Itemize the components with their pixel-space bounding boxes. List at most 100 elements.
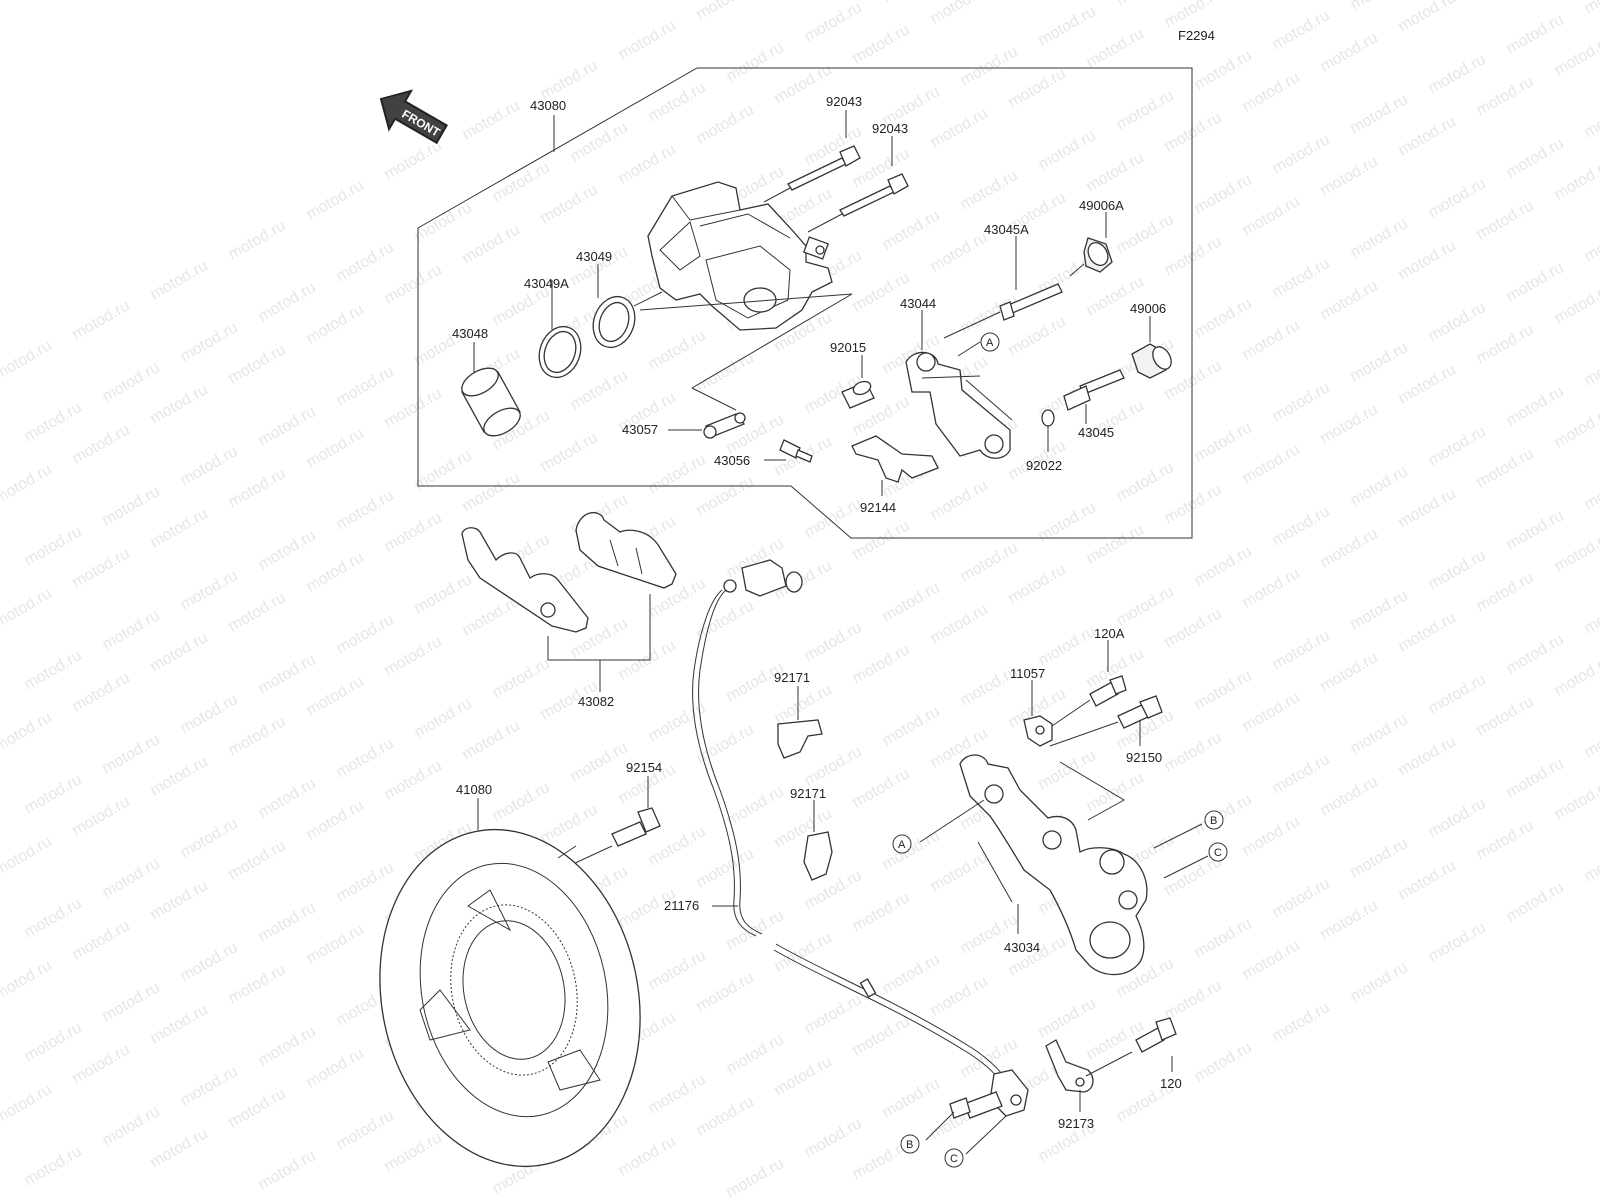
watermark-text: motod.ru <box>1504 755 1567 801</box>
watermark-text: motod.ru <box>1504 259 1567 305</box>
label-92144: 92144 <box>860 500 896 515</box>
watermark-text: motod.ru <box>802 743 865 789</box>
label-92154: 92154 <box>626 760 662 775</box>
label-43049A: 43049A <box>524 276 569 291</box>
watermark-text: motod.ru <box>1426 547 1489 593</box>
watermark-text: motod.ru <box>694 845 757 891</box>
pin-43045 <box>1063 369 1125 411</box>
label-92150: 92150 <box>1126 750 1162 765</box>
svg-text:A: A <box>898 839 906 851</box>
label-43056: 43056 <box>714 453 750 468</box>
watermark-text: motod.ru <box>1474 445 1537 491</box>
watermark-text: motod.ru <box>1114 211 1177 257</box>
svg-text:C: C <box>950 1153 958 1165</box>
label-43049: 43049 <box>576 249 612 264</box>
caliper-body <box>647 181 833 331</box>
watermark-text: motod.ru <box>490 779 553 825</box>
watermark-text: motod.ru <box>256 899 319 945</box>
watermark-text: motod.ru <box>1036 747 1099 793</box>
watermark-text: motod.ru <box>226 341 289 387</box>
abs-sensor-wire-21176 <box>692 559 1029 1119</box>
watermark-text: motod.ru <box>1504 631 1567 677</box>
pad-spring-92144 <box>851 435 939 483</box>
watermark-text: motod.ru <box>880 951 943 997</box>
watermark-text: motod.ru <box>334 487 397 533</box>
watermark-text: motod.ru <box>1192 171 1255 217</box>
watermark-text: motod.ru <box>256 651 319 697</box>
watermark-text: motod.ru <box>928 601 991 647</box>
watermark-text: motod.ru <box>1348 463 1411 509</box>
watermark-text: motod.ru <box>1084 521 1147 567</box>
watermark-text: motod.ru <box>1240 565 1303 611</box>
watermark-text: motod.ru <box>1318 29 1381 75</box>
watermark-text: motod.ru <box>22 895 85 941</box>
watermark-text: motod.ru <box>538 429 601 475</box>
watermark-text: motod.ru <box>1036 499 1099 545</box>
boot-49006 <box>1131 343 1172 379</box>
watermark-text: motod.ru <box>1192 419 1255 465</box>
watermark-text: motod.ru <box>1240 813 1303 859</box>
watermark-text: motod.ru <box>382 1129 445 1175</box>
watermark-text: motod.ru <box>646 79 709 125</box>
watermark-text: motod.ru <box>1270 751 1333 797</box>
watermark-text: motod.ru <box>0 957 55 1003</box>
watermark-text: motod.ru <box>928 477 991 523</box>
watermark-text: motod.ru <box>958 167 1021 213</box>
label-49006A: 49006A <box>1079 198 1124 213</box>
watermark-text: motod.ru <box>1270 255 1333 301</box>
watermark-text: motod.ru <box>1582 467 1600 513</box>
watermark-text: motod.ru <box>1426 423 1489 469</box>
watermark-text: motod.ru <box>226 837 289 883</box>
label-92171-a: 92171 <box>774 670 810 685</box>
boot-49006A <box>1083 237 1113 273</box>
watermark-text: motod.ru <box>0 1081 55 1127</box>
watermark-text: motod.ru <box>772 1053 835 1099</box>
watermark-text: motod.ru <box>724 1155 787 1200</box>
watermark-text: motod.ru <box>100 855 163 901</box>
watermark-text: motod.ru <box>1006 561 1069 607</box>
watermark-text: motod.ru <box>304 921 367 967</box>
watermark-text: motod.ru <box>694 969 757 1015</box>
watermark-text: motod.ru <box>1192 543 1255 589</box>
watermark-text: motod.ru <box>1396 857 1459 903</box>
watermark-text: motod.ru <box>1318 153 1381 199</box>
brake-pads-43082 <box>461 511 677 661</box>
watermark-text: motod.ru <box>802 619 865 665</box>
watermark-text: motod.ru <box>1192 791 1255 837</box>
watermark-text: motod.ru <box>412 199 475 245</box>
watermark-text: motod.ru <box>1192 667 1255 713</box>
watermark-text: motod.ru <box>1474 817 1537 863</box>
watermark-text: motod.ru <box>412 571 475 617</box>
watermark-text: motod.ru <box>0 585 55 631</box>
watermark-text: motod.ru <box>1240 937 1303 983</box>
watermark-text: motod.ru <box>22 1143 85 1189</box>
watermark-text: motod.ru <box>100 483 163 529</box>
marker-a-lower: A <box>892 834 912 854</box>
bolt-120A <box>1089 675 1127 707</box>
pin-43045A <box>999 283 1063 321</box>
watermark-text: motod.ru <box>178 443 241 489</box>
watermark-text: motod.ru <box>178 691 241 737</box>
label-21176: 21176 <box>664 898 699 913</box>
watermark-text: motod.ru <box>334 363 397 409</box>
watermark-text: motod.ru <box>256 527 319 573</box>
watermark-text: motod.ru <box>1162 977 1225 1023</box>
watermark-text: motod.ru <box>1114 459 1177 505</box>
watermark-text: motod.ru <box>178 815 241 861</box>
watermark-text: motod.ru <box>1318 773 1381 819</box>
watermark-text: motod.ru <box>1348 587 1411 633</box>
watermark-text: motod.ru <box>70 917 133 963</box>
watermark-text: motod.ru <box>1162 729 1225 775</box>
watermark-text: motod.ru <box>646 327 709 373</box>
watermark-text: motod.ru <box>256 403 319 449</box>
bolt-92150 <box>1117 695 1163 729</box>
watermark-text: motod.ru <box>1474 321 1537 367</box>
svg-text:C: C <box>1214 847 1222 859</box>
caliper-assembly-box <box>417 67 1193 539</box>
watermark-text: motod.ru <box>1396 733 1459 779</box>
watermark-text: motod.ru <box>70 545 133 591</box>
watermark-text: motod.ru <box>1426 919 1489 965</box>
watermark-text: motod.ru <box>1192 1039 1255 1085</box>
watermark-text: motod.ru <box>1348 835 1411 881</box>
watermark-text: motod.ru <box>256 775 319 821</box>
